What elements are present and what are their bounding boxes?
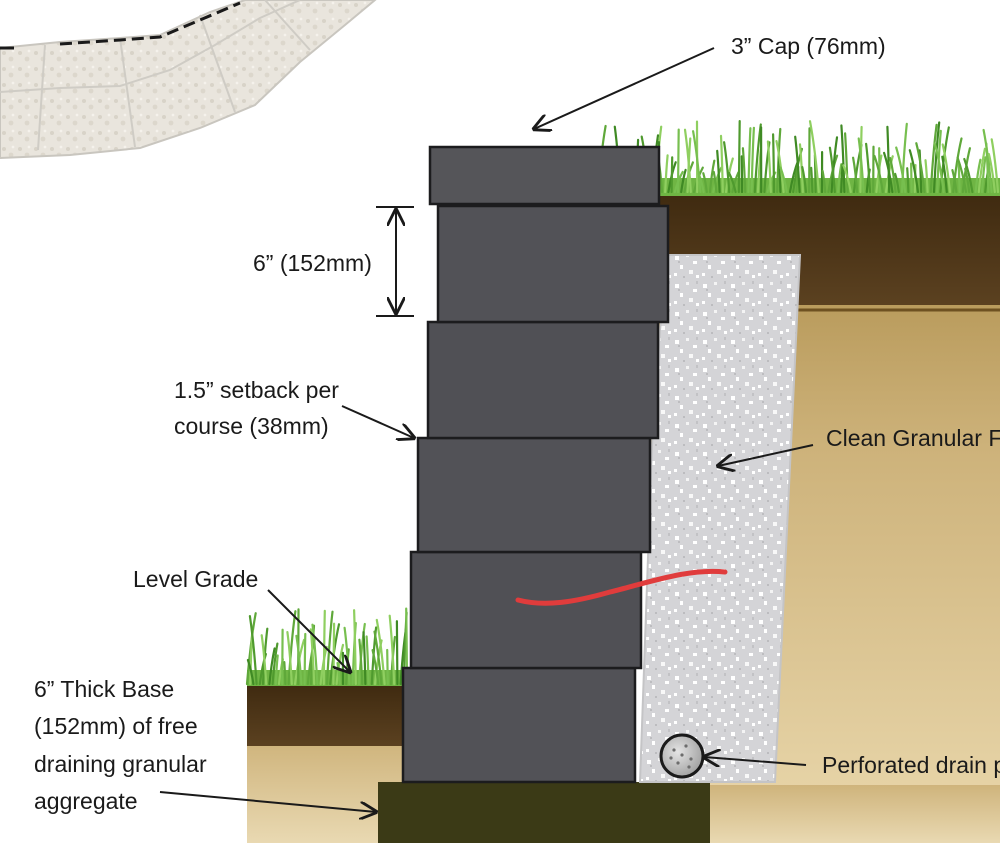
wall-block-3 — [416, 436, 652, 554]
cap-label: 3” Cap (76mm) — [731, 33, 886, 59]
wall-block-4 — [426, 320, 660, 440]
block-height-dimension — [376, 206, 414, 317]
setback-arrow — [341, 405, 414, 438]
fill-arrow — [718, 444, 814, 466]
wall-block-5 — [436, 204, 670, 324]
paver-arc-inset — [0, 0, 377, 160]
wall-block-1 — [401, 666, 637, 784]
setback-label-line-2: course (38mm) — [174, 413, 329, 439]
base-label-line-4: aggregate — [34, 788, 138, 814]
level-grade-arrow — [267, 589, 350, 672]
drain-label: Perforated drain p — [822, 752, 1000, 778]
wall-blocks — [401, 145, 670, 784]
cap-arrow — [534, 47, 715, 129]
granular-backfill — [638, 254, 802, 783]
fill-label: Clean Granular F — [826, 425, 1000, 451]
block-height-label: 6” (152mm) — [253, 250, 372, 276]
grass-front — [245, 607, 409, 686]
drain-arrow — [704, 757, 807, 765]
base-label-line-3: draining granular — [34, 751, 207, 777]
level-grade-label: Level Grade — [133, 566, 258, 592]
setback-label-line-1: 1.5” setback per — [174, 377, 339, 403]
wall-block-2 — [409, 550, 643, 670]
red-marker-stroke — [515, 568, 728, 606]
base-label-line-1: 6” Thick Base — [34, 676, 174, 702]
granular-base — [378, 782, 710, 843]
base-arrow — [159, 791, 376, 812]
wall-cap — [428, 145, 661, 206]
base-label-line-2: (152mm) of free — [34, 713, 198, 739]
grass-top — [596, 120, 1000, 196]
